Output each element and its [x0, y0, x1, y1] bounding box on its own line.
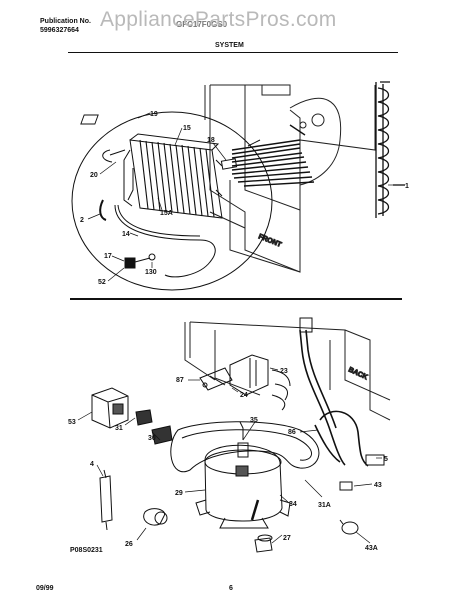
callout-4: 4: [90, 461, 94, 468]
footer-page: 6: [229, 585, 233, 592]
callout-31: 31: [115, 425, 123, 432]
callout-numbers: 19 15 18 20 1 2 15A 14 17 130 52 87 23 2…: [68, 111, 409, 554]
wiring-harness: [299, 317, 385, 491]
footer-date: 09/99: [36, 585, 54, 592]
callout-87: 87: [176, 377, 184, 384]
callout-43a: 43A: [365, 545, 378, 552]
callout-52: 52: [98, 279, 106, 286]
figure-code: P08S0231: [70, 547, 103, 554]
drier-and-parts: [99, 469, 359, 553]
evaporator-detail: [71, 111, 273, 291]
model-number: GFC17F0GS0: [176, 20, 228, 29]
callout-24: 24: [240, 392, 248, 399]
callout-29: 29: [175, 490, 183, 497]
callout-86: 86: [288, 429, 296, 436]
callout-5: 5: [384, 456, 388, 463]
callout-35: 35: [250, 417, 258, 424]
callout-34: 34: [289, 501, 297, 508]
relay-bracket: [199, 354, 291, 411]
back-label: BACK: [347, 366, 368, 381]
callout-leaders-bottom: [77, 367, 382, 544]
callout-15: 15: [183, 125, 191, 132]
publication-label: Publication No.: [40, 18, 91, 25]
callout-30: 30: [148, 435, 156, 442]
callout-43: 43: [374, 482, 382, 489]
callout-19: 19: [150, 111, 158, 118]
callout-23: 23: [280, 368, 288, 375]
callout-17: 17: [104, 253, 112, 260]
publication-number: 5996327664: [40, 27, 79, 34]
section-divider: [70, 298, 402, 300]
overload-protector: [91, 387, 173, 445]
callout-27: 27: [283, 535, 291, 542]
watermark: AppliancePartsPros.com: [100, 8, 337, 31]
callout-18: 18: [207, 137, 215, 144]
callout-14: 14: [122, 231, 130, 238]
callout-2: 2: [80, 217, 84, 224]
callout-31a: 31A: [318, 502, 331, 509]
compressor: [170, 421, 320, 529]
callout-130: 130: [145, 269, 157, 276]
callout-15a: 15A: [160, 210, 173, 217]
callout-53: 53: [68, 419, 76, 426]
callout-1: 1: [405, 183, 409, 190]
callout-26: 26: [125, 541, 133, 548]
section-title: SYSTEM: [215, 42, 244, 49]
evaporator-hatch: [231, 124, 315, 187]
header-rule: [68, 52, 398, 53]
callout-leaders-top: [87, 112, 395, 282]
condenser-coil: [375, 81, 405, 218]
callout-20: 20: [90, 172, 98, 179]
